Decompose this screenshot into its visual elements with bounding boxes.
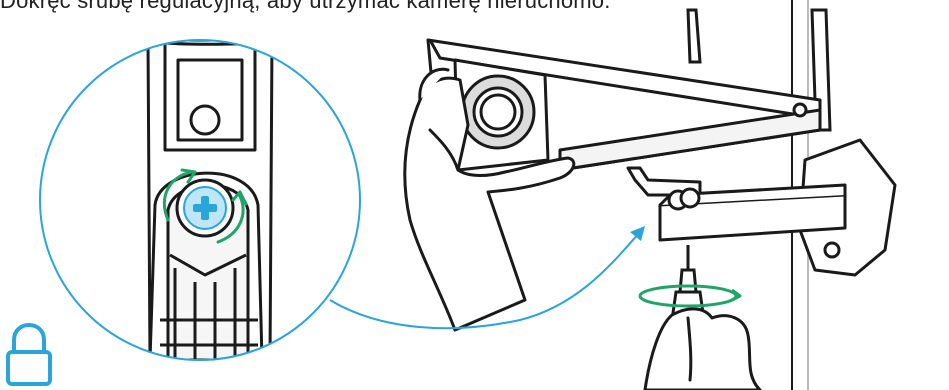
zoom-detail-circle <box>40 40 360 360</box>
lock-icon <box>8 325 50 384</box>
callout-arrow-icon <box>630 226 645 241</box>
screw-icon <box>177 180 233 236</box>
camera-body <box>428 40 820 185</box>
hand-turning-screwdriver <box>645 309 760 390</box>
mount-bracket <box>628 140 895 275</box>
